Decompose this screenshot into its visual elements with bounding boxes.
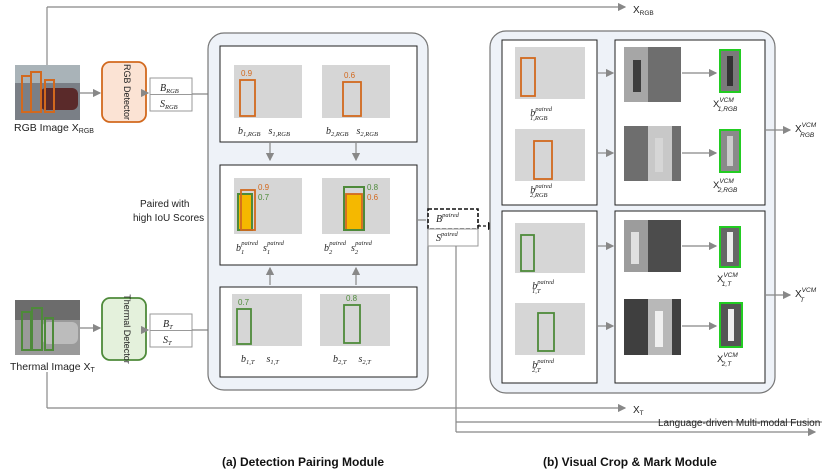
thermal-score-2: 0.8 [346, 294, 358, 303]
paired-output-box: Bpaired Spaired [427, 208, 479, 247]
bottom-line-label: XT [633, 405, 644, 417]
rgb-detector-output: BRGB SRGB [149, 77, 193, 112]
paired-score-2a: 0.8 [367, 183, 379, 192]
thermal-image-caption: Thermal Image XT [10, 361, 96, 374]
svg-text:SRGB: SRGB [160, 99, 178, 111]
svg-text:RGB Detector: RGB Detector [122, 64, 132, 120]
top-line-label: XRGB [633, 5, 654, 17]
caption-a: (a) Detection Pairing Module [222, 455, 384, 469]
fusion-label: Language-driven Multi-modal Fusion [658, 418, 820, 429]
thermal-detector-output: BT ST [149, 313, 193, 348]
paired-score-1b: 0.7 [258, 193, 270, 202]
rgb-bbox-2 [342, 81, 362, 117]
svg-text:BRGB: BRGB [160, 83, 179, 95]
pairing-note-line1: Paired with [140, 199, 189, 210]
thermal-detector: Thermal Detector [101, 294, 147, 364]
thermal-bbox-2 [343, 304, 361, 344]
thermal-score-1: 0.7 [238, 298, 250, 307]
rgb-image-caption: RGB Image XRGB [14, 122, 94, 135]
svg-text:BT: BT [163, 319, 173, 331]
paired-score-2b: 0.6 [367, 193, 379, 202]
rgb-score-2: 0.6 [344, 71, 356, 80]
pairing-note-line2: high IoU Scores [133, 213, 204, 224]
thermal-bbox-1 [236, 308, 252, 345]
rgb-score-1: 0.9 [241, 69, 253, 78]
svg-text:Thermal Detector: Thermal Detector [122, 294, 132, 364]
rgb-detector: RGB Detector [101, 61, 147, 123]
caption-b: (b) Visual Crop & Mark Module [543, 455, 717, 469]
svg-text:Bpaired: Bpaired [436, 212, 460, 225]
paired-score-1a: 0.9 [258, 183, 270, 192]
svg-text:Spaired: Spaired [436, 231, 458, 244]
svg-text:ST: ST [163, 335, 172, 347]
rgb-bbox-1 [239, 79, 256, 117]
rgb-input-image [15, 65, 80, 120]
thermal-input-image [15, 300, 80, 355]
